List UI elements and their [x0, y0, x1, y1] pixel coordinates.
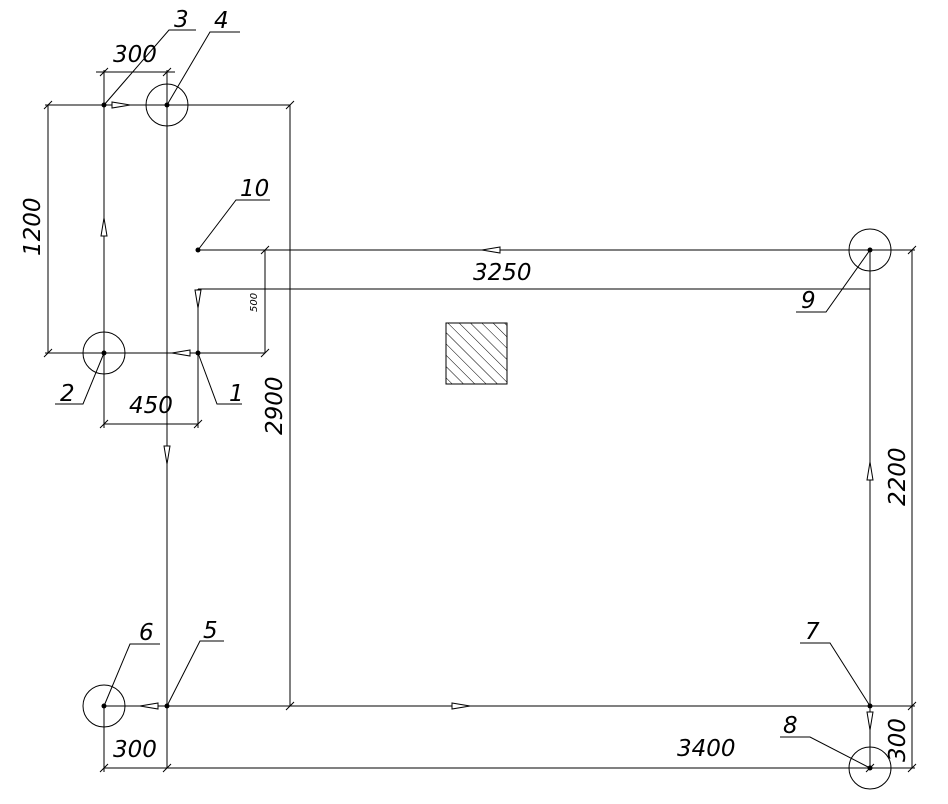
arrow-up-left [100, 217, 108, 237]
label-point-10: 10 [240, 176, 269, 202]
arrow-up-right [866, 461, 874, 481]
arrow-right-bottom [451, 702, 471, 710]
dim-bottom-left: 300 [113, 737, 157, 763]
arrow-left-upper [481, 246, 501, 254]
dimension-ticks [43, 67, 917, 773]
arrow-down-main [163, 445, 171, 465]
arrow-down-short [194, 289, 202, 309]
circle-node-8 [848, 746, 892, 790]
circle-node-4 [145, 83, 189, 127]
label-point-1: 1 [229, 381, 244, 407]
dimension-lines [45, 70, 915, 772]
label-point-9: 9 [801, 288, 816, 314]
circle-node-9 [848, 228, 892, 272]
dim-bottom-right: 300 [885, 718, 911, 762]
dim-bottom-length: 3400 [677, 736, 736, 762]
label-point-7: 7 [805, 619, 820, 645]
hatched-column [445, 322, 508, 385]
dim-top-length: 3250 [473, 260, 532, 286]
dim-right-height: 2200 [885, 447, 911, 506]
dim-offset: 500 [249, 293, 260, 312]
arrow-down-right [866, 711, 874, 731]
dim-middle-width: 450 [129, 393, 173, 419]
dimension-labels: 300 1200 450 2900 3250 500 2200 300 3400… [20, 42, 911, 763]
circle-node-2 [82, 331, 126, 375]
point-labels: 3 4 10 9 1 2 6 5 7 8 [60, 7, 820, 739]
label-point-5: 5 [203, 618, 218, 644]
label-point-3: 3 [174, 7, 189, 33]
arrow-left-bottom [139, 702, 159, 710]
label-point-8: 8 [783, 713, 798, 739]
nodes [82, 83, 892, 790]
label-point-4: 4 [214, 8, 229, 34]
dim-main-height: 2900 [262, 376, 288, 435]
arrow-right-top [111, 101, 131, 109]
dim-left-height: 1200 [20, 197, 46, 256]
dim-top-width: 300 [113, 42, 157, 68]
leader-lines [55, 29, 871, 769]
direction-arrows [100, 101, 874, 731]
label-point-2: 2 [60, 381, 75, 407]
circle-node-6 [82, 684, 126, 728]
arrow-left-mid [171, 349, 191, 357]
label-point-6: 6 [139, 620, 154, 646]
route-lines [45, 104, 915, 768]
